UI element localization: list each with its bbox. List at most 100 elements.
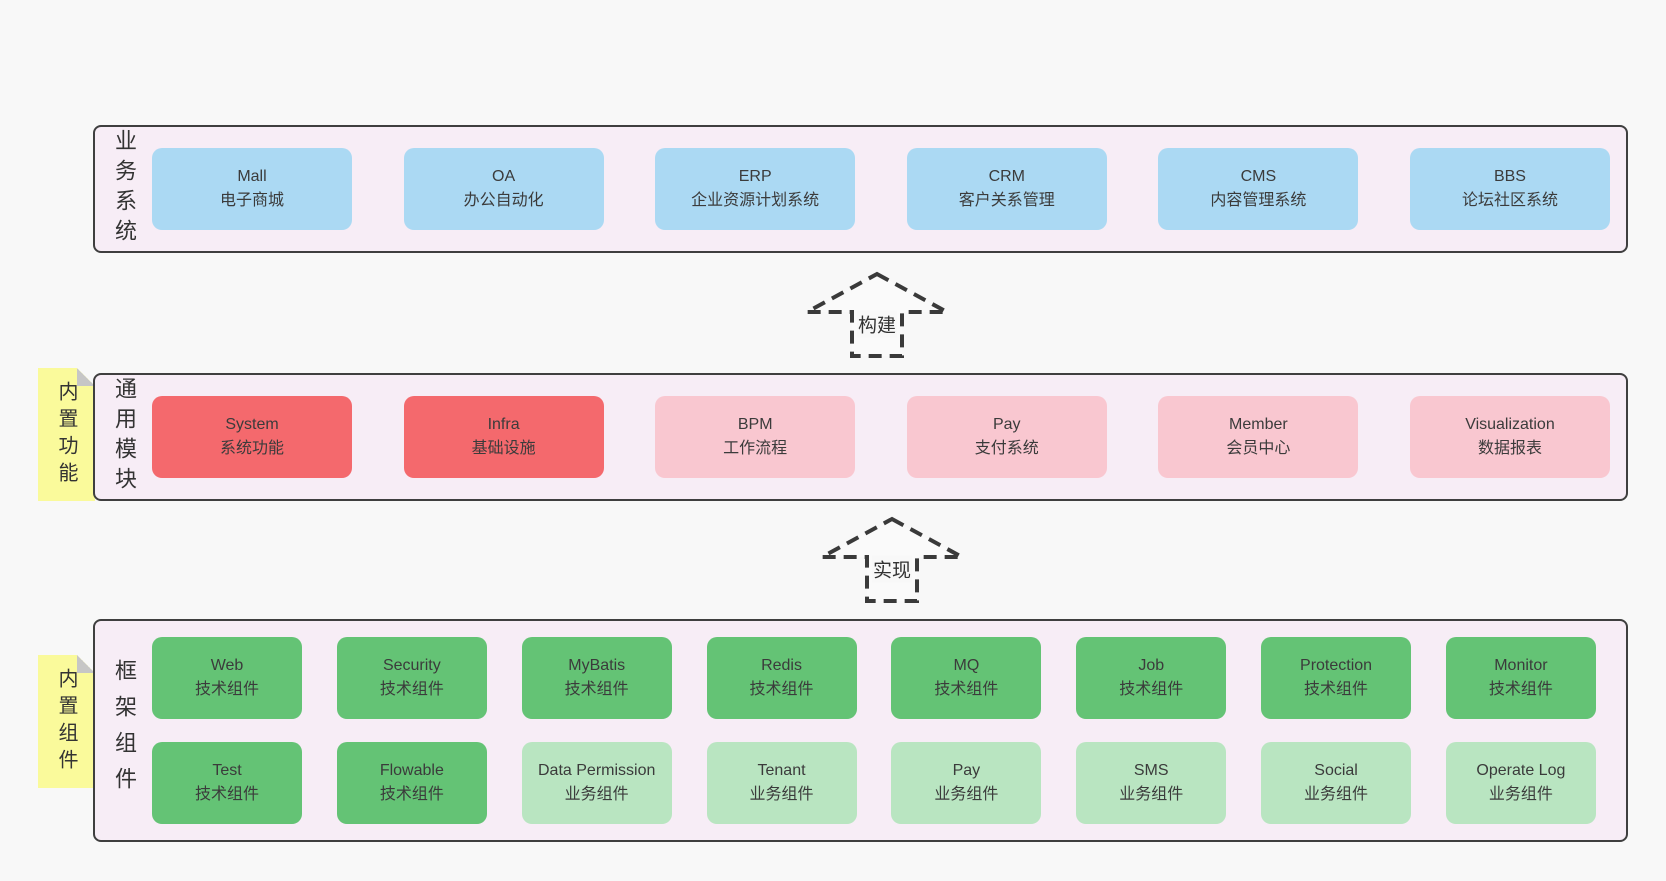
component-box-protection: Protection 技术组件 [1261,637,1412,719]
box-title: Job [1138,657,1165,674]
box-subtitle: 企业资源计划系统 [691,192,820,209]
box-title: Visualization [1465,416,1555,433]
component-box-job: Job 技术组件 [1076,637,1227,719]
box-subtitle: 会员中心 [1226,440,1291,457]
box-title: Pay [992,416,1021,433]
sticky-note-builtin-features: 内置功能 [38,368,95,501]
component-box-erp: ERP 企业资源计划系统 [655,148,856,230]
box-subtitle: 业务组件 [934,786,999,803]
box-subtitle: 技术组件 [1119,681,1184,698]
box-title: Social [1314,762,1358,779]
arrow-label: 实现 [871,555,913,583]
box-subtitle: 技术组件 [379,681,444,698]
box-title: ERP [738,168,772,185]
box-subtitle: 技术组件 [1304,681,1369,698]
box-subtitle: 电子商城 [219,192,284,209]
box-title: CMS [1240,168,1277,185]
box-title: Security [382,657,441,674]
component-box-member: Member 会员中心 [1158,396,1359,478]
box-title: Member [1229,416,1288,433]
component-box-sms: SMS 业务组件 [1076,742,1227,824]
box-subtitle: 技术组件 [749,681,814,698]
box-title: OA [492,168,516,185]
arrow-implement: 实现 [817,515,967,605]
box-title: Web [210,657,244,674]
layer-business-systems: 业务系统 Mall 电子商城 OA 办公自动化 ERP 企业资源计划系统 CRM 客户关系管理… [93,125,1628,253]
box-subtitle: 技术组件 [194,681,259,698]
box-subtitle: 业务组件 [1304,786,1369,803]
component-box-oa: OA 办公自动化 [403,148,604,230]
box-title: Data Permission [538,762,656,779]
box-title: Pay [952,762,981,779]
box-subtitle: 系统功能 [219,440,284,457]
box-title: CRM [988,168,1025,185]
box-title: Infra [487,416,520,433]
component-box-redis: Redis 技术组件 [706,637,857,719]
layer-label-common-modules: 通用模块 [112,377,137,497]
box-subtitle: 技术组件 [379,786,444,803]
component-box-bpm: BPM 工作流程 [655,396,856,478]
arrow-build: 构建 [802,270,952,360]
component-box-tenant: Tenant 业务组件 [706,742,857,824]
layer-label-framework-components: 框架组件 [112,658,137,803]
box-subtitle: 技术组件 [564,681,629,698]
box-title: BPM [737,416,773,433]
box-subtitle: 内容管理系统 [1210,192,1307,209]
component-box-test: Test 技术组件 [152,742,302,824]
component-box-flowable: Flowable 技术组件 [336,742,487,824]
box-title: MQ [953,657,980,674]
component-box-mall: Mall 电子商城 [152,148,352,230]
arrow-label: 构建 [856,310,898,338]
box-subtitle: 业务组件 [749,786,814,803]
component-box-pay: Pay 支付系统 [906,396,1107,478]
component-box-operate-log: Operate Log 业务组件 [1445,742,1596,824]
layer-common-modules: 通用模块 System 系统功能 Infra 基础设施 BPM 工作流程 Pay 支付系统 Me… [93,373,1628,501]
component-box-social: Social 业务组件 [1261,742,1412,824]
box-subtitle: 业务组件 [1119,786,1184,803]
box-subtitle: 客户关系管理 [958,192,1055,209]
component-box-infra: Infra 基础设施 [403,396,604,478]
sticky-note-label: 内置组件 [55,667,77,776]
box-subtitle: 基础设施 [471,440,536,457]
box-title: Mall [237,168,267,185]
box-subtitle: 数据报表 [1477,440,1542,457]
box-subtitle: 工作流程 [723,440,788,457]
layer-label-business-systems: 业务系统 [112,129,137,249]
component-box-pay: Pay 业务组件 [891,742,1042,824]
box-subtitle: 业务组件 [564,786,629,803]
box-subtitle: 业务组件 [1488,786,1553,803]
box-title: SMS [1133,762,1169,779]
box-title: Monitor [1494,657,1548,674]
component-box-system: System 系统功能 [152,396,352,478]
component-box-bbs: BBS 论坛社区系统 [1409,148,1610,230]
component-box-visualization: Visualization 数据报表 [1409,396,1610,478]
box-title: Flowable [379,762,444,779]
box-title: Redis [761,657,802,674]
box-subtitle: 论坛社区系统 [1461,192,1558,209]
sticky-note-builtin-components: 内置组件 [38,655,95,788]
component-box-crm: CRM 客户关系管理 [906,148,1107,230]
component-box-data-permission: Data Permission 业务组件 [521,742,672,824]
box-subtitle: 办公自动化 [463,192,544,209]
component-box-security: Security 技术组件 [336,637,487,719]
box-subtitle: 技术组件 [194,786,259,803]
box-title: Test [212,762,242,779]
box-title: Operate Log [1476,762,1566,779]
box-title: Tenant [757,762,806,779]
box-title: BBS [1493,168,1526,185]
component-box-monitor: Monitor 技术组件 [1445,637,1596,719]
box-subtitle: 支付系统 [974,440,1039,457]
box-title: System [225,416,279,433]
band-boxes: System 系统功能 Infra 基础设施 BPM 工作流程 Pay 支付系统 Member 会… [152,375,1610,499]
box-title: Protection [1300,657,1373,674]
component-box-web: Web 技术组件 [152,637,302,719]
box-subtitle: 技术组件 [1488,681,1553,698]
component-box-cms: CMS 内容管理系统 [1158,148,1359,230]
band-boxes: Mall 电子商城 OA 办公自动化 ERP 企业资源计划系统 CRM 客户关系管理 CMS 内容… [152,127,1610,251]
sticky-note-label: 内置功能 [55,380,77,489]
